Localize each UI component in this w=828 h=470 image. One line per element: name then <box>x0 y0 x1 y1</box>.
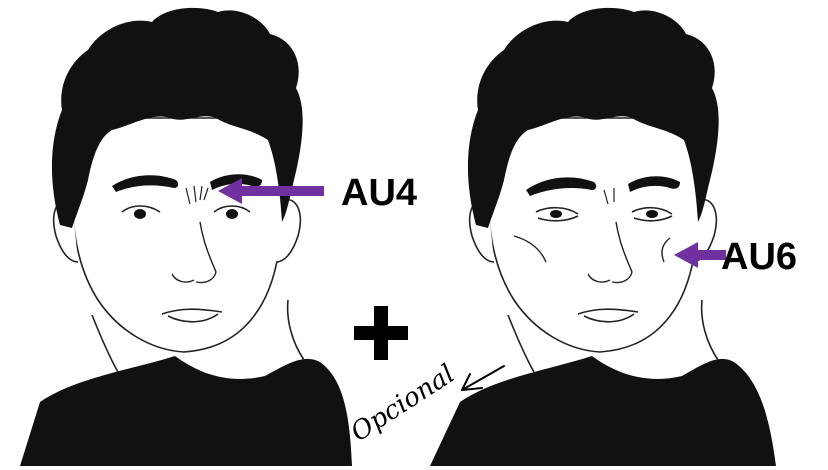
plus-icon <box>354 306 408 360</box>
right-shirt <box>430 356 776 466</box>
left-face <box>20 8 352 466</box>
au6-label: AU6 <box>721 238 797 276</box>
left-shirt <box>20 356 352 466</box>
au4-label: AU4 <box>341 174 417 212</box>
right-face-outline <box>487 118 700 352</box>
left-face-outline <box>71 118 284 352</box>
